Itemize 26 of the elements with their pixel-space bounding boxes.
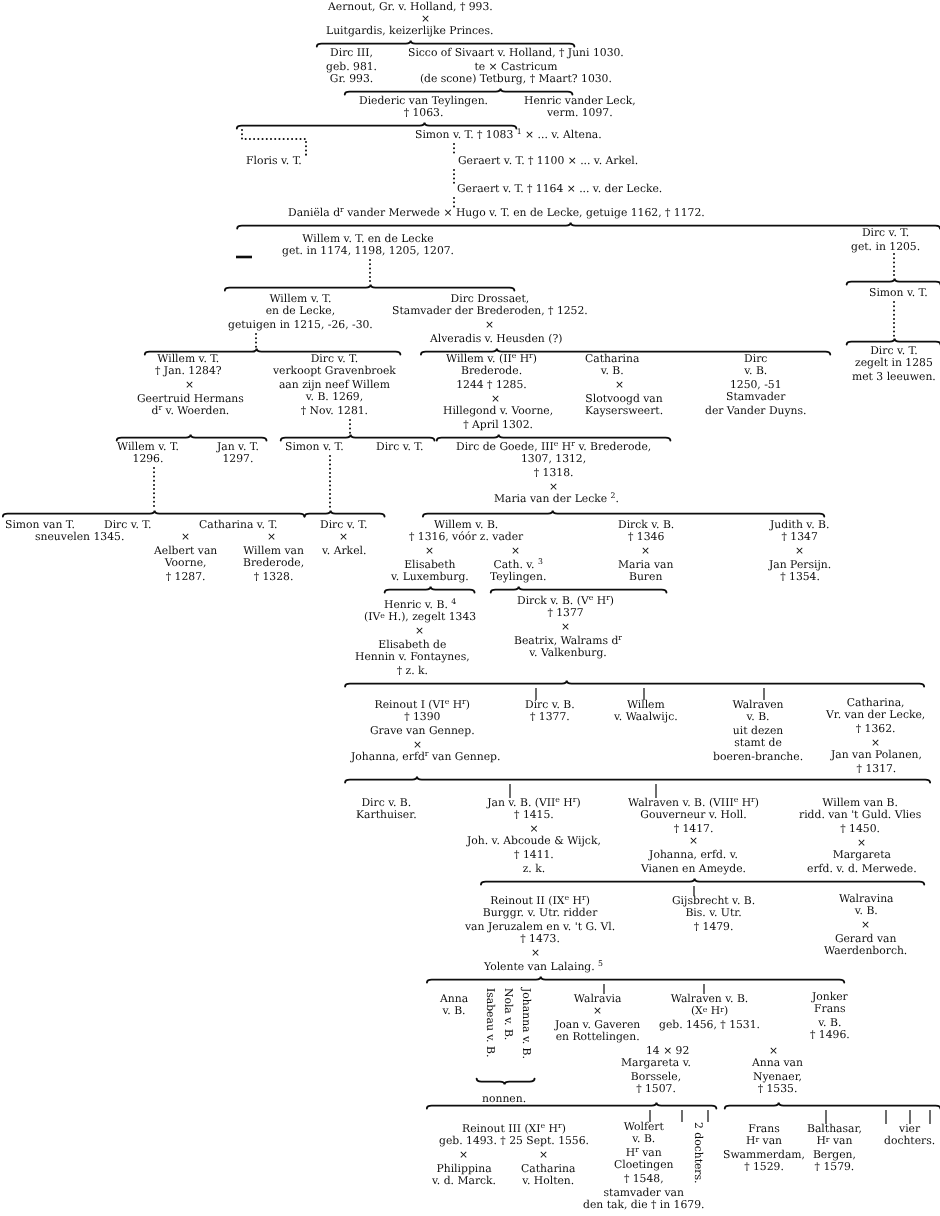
descent-line [453, 197, 455, 209]
descent-line [153, 467, 155, 511]
descent-line [369, 259, 371, 285]
descent-line [349, 419, 351, 435]
descent-line [893, 253, 895, 279]
descent-line [509, 783, 511, 799]
descent-line [655, 783, 657, 799]
descent-line [643, 687, 645, 701]
descent-line [825, 1109, 827, 1125]
descent-line [453, 143, 455, 157]
descent-line [241, 129, 307, 157]
descent-line [649, 1109, 651, 1123]
descent-line [703, 983, 705, 995]
descent-line [453, 169, 455, 185]
descent-line [693, 885, 695, 897]
descent-line [893, 301, 895, 339]
descent-line [329, 455, 331, 511]
descent-line [763, 687, 765, 701]
descent-line [681, 1109, 683, 1123]
descent-line [255, 333, 257, 349]
descent-line [603, 983, 605, 995]
descent-line [929, 1109, 931, 1125]
descent-line [885, 1109, 887, 1125]
descent-line [909, 1109, 911, 1125]
descent-line [707, 1109, 709, 1123]
descent-line [535, 687, 537, 701]
